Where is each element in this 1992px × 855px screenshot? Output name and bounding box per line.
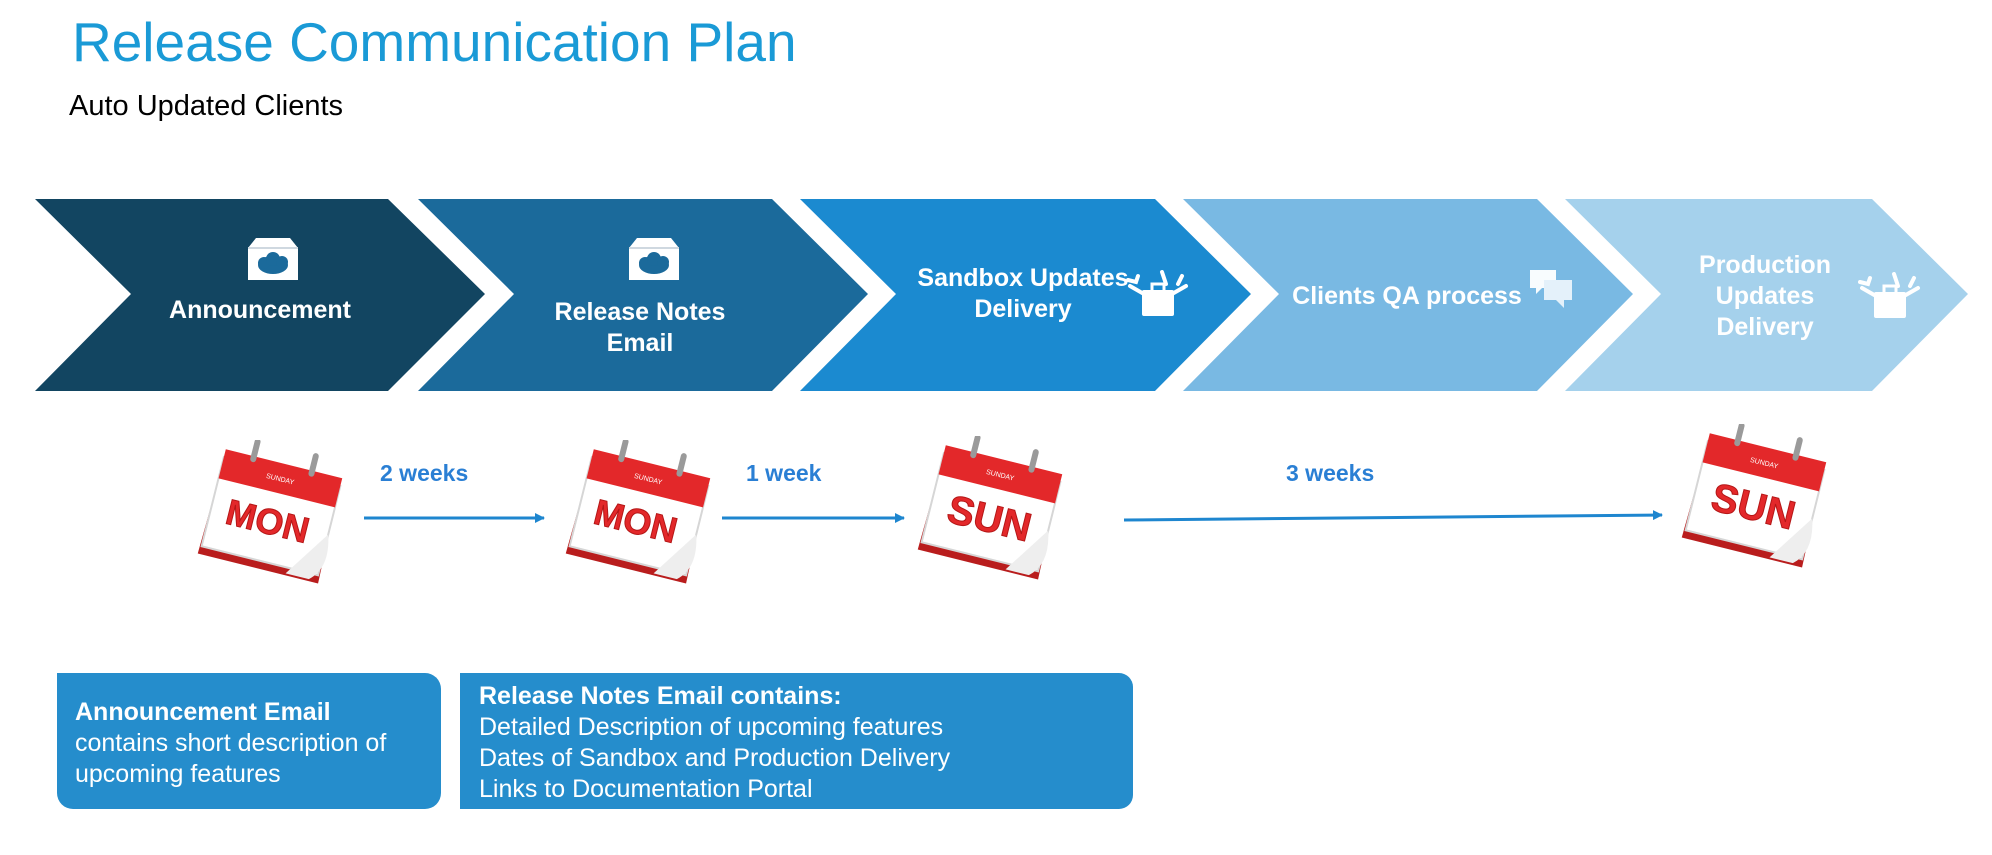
- process-chevrons: [35, 199, 1968, 391]
- calendar-icon: SUNDAY MON: [197, 440, 343, 584]
- stage-label-sandbox: Sandbox Updates Delivery: [917, 264, 1129, 323]
- salesforce-inbox-icon: [248, 238, 298, 280]
- chevron-stage-1: [35, 199, 485, 391]
- toolbox-icon: [1858, 272, 1920, 318]
- interval-label: 3 weeks: [1286, 460, 1375, 486]
- box-line: contains short description of: [75, 729, 387, 757]
- page-subtitle: Auto Updated Clients: [69, 90, 344, 122]
- timeline-arrows: [364, 510, 1663, 523]
- stage-label-announcement: Announcement: [169, 295, 351, 324]
- box-line: upcoming features: [75, 760, 281, 788]
- salesforce-inbox-icon: [629, 238, 679, 280]
- stage-label-qa: Clients QA process: [1292, 281, 1522, 310]
- release-notes-email-box: Release Notes Email contains: Detailed D…: [460, 673, 1133, 809]
- box-heading: Announcement Email: [75, 698, 331, 726]
- chevron-stage-4: [1183, 199, 1633, 391]
- box-line: Detailed Description of upcoming feature…: [479, 713, 944, 741]
- chevron-stage-5: [1565, 199, 1968, 391]
- arrow-3-weeks: [1123, 510, 1663, 522]
- interval-label: 2 weeks: [380, 460, 469, 486]
- calendar-icon: SUNDAY SUN: [917, 436, 1063, 580]
- calendar-icon: SUNDAY SUN: [1681, 424, 1827, 568]
- box-line: Dates of Sandbox and Production Delivery: [479, 744, 951, 772]
- toolbox-icon: [1126, 270, 1188, 316]
- stage-label-production: Production Updates Delivery: [1699, 250, 1831, 341]
- announcement-email-box: Announcement Email contains short descri…: [57, 673, 441, 809]
- chat-bubbles-icon: [1530, 270, 1572, 308]
- stage-label-release-notes: Release Notes Email: [554, 298, 726, 357]
- page-title: Release Communication Plan: [72, 11, 797, 73]
- chevron-stage-2: [418, 199, 868, 391]
- box-line: Links to Documentation Portal: [479, 775, 813, 803]
- box-heading: Release Notes Email contains:: [479, 682, 842, 710]
- chevron-stage-3: [800, 199, 1251, 391]
- interval-label: 1 week: [746, 460, 822, 486]
- calendar-icon: SUNDAY MON: [565, 440, 711, 584]
